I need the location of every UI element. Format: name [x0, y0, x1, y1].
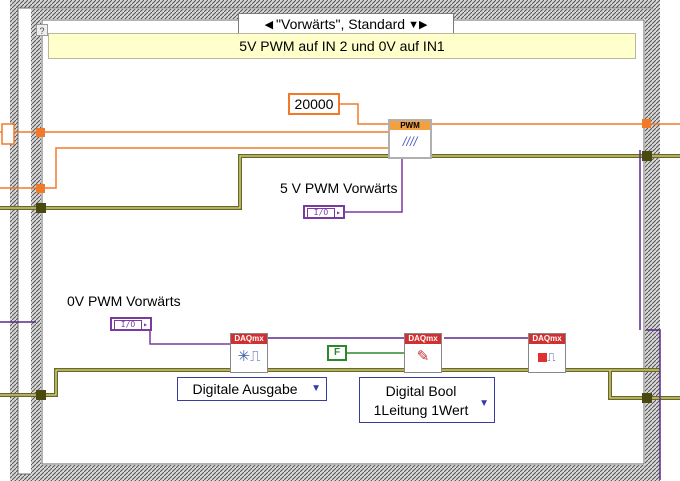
pwm-subvi[interactable]: PWM ////	[388, 119, 432, 159]
tunnel-orange-left-2	[36, 184, 45, 193]
wire-error-lower	[0, 368, 680, 400]
channel-type-dropdown[interactable]: Digitale Ausgabe ▼	[177, 377, 327, 401]
chevron-down-icon: ▼	[479, 398, 489, 409]
write-mode-line1: Digital Bool	[385, 383, 457, 399]
io-terminal-5v-text: I/O	[307, 208, 335, 218]
boolean-false-constant[interactable]: F	[327, 345, 347, 361]
pwm-wave-icon: ////	[402, 134, 418, 149]
tunnel-orange-right	[642, 119, 651, 128]
case-selector-label: "Vorwärts", Standard	[276, 16, 406, 32]
daqmx-write-header: DAQmx	[405, 334, 441, 344]
tunnel-error-right	[642, 151, 652, 161]
write-mode-line2: 1Leitung 1Wert	[373, 402, 469, 418]
daqmx-clear-header: DAQmx	[529, 334, 565, 344]
write-mode-dropdown[interactable]: Digital Bool 1Leitung 1Wert ▼	[359, 377, 495, 423]
channel-type-value: Digitale Ausgabe	[192, 381, 298, 397]
case-structure-inner	[41, 19, 645, 465]
numeric-box-left-edge	[1, 123, 15, 145]
tunnel-error-left-2	[36, 390, 46, 400]
io-terminal-0v-arrow-icon: ▸	[143, 320, 148, 329]
chevron-down-icon: ▼	[311, 383, 321, 394]
case-structure-frame	[31, 9, 655, 475]
daqmx-clear-task[interactable]: DAQmx ⎍	[528, 333, 566, 373]
label-0v-pwm: 0V PWM Vorwärts	[67, 293, 181, 309]
daqmx-write[interactable]: DAQmx ✎	[404, 333, 442, 373]
wire-error-upper-core	[0, 155, 680, 209]
case-next-arrow-icon[interactable]: ▼▶	[408, 18, 428, 31]
numeric-constant[interactable]: 20000	[288, 93, 340, 115]
write-icon: ✎	[416, 348, 430, 365]
help-icon[interactable]: ?	[36, 24, 48, 36]
wire-numeric-const	[340, 103, 388, 125]
case-comment[interactable]: 5V PWM auf IN 2 und 0V auf IN1	[48, 33, 636, 59]
wire-error-lower-core	[0, 369, 680, 399]
case-selector[interactable]: ◀ "Vorwärts", Standard ▼▶	[238, 13, 454, 35]
wire-io-0v	[149, 324, 232, 345]
create-channel-icon: ✳⎍	[237, 348, 261, 365]
io-terminal-0v-text: I/O	[114, 320, 142, 330]
outer-loop-inner-line	[17, 7, 653, 475]
label-5v-pwm: 5 V PWM Vorwärts	[280, 180, 398, 196]
clear-task-icon: ⎍	[529, 344, 565, 370]
io-terminal-5v[interactable]: I/O ▸	[303, 205, 345, 219]
io-terminal-0v[interactable]: I/O ▸	[110, 317, 152, 331]
tunnel-error-right-2	[642, 393, 652, 403]
tunnel-error-left	[36, 203, 46, 213]
wire-task-right	[639, 150, 661, 480]
io-terminal-5v-arrow-icon: ▸	[336, 208, 341, 217]
case-prev-arrow-icon[interactable]: ◀	[264, 18, 274, 31]
wire-io-5v	[344, 154, 403, 213]
pwm-header: PWM	[390, 121, 430, 130]
daqmx-create-channel[interactable]: DAQmx ✳⎍	[230, 333, 268, 373]
daqmx-create-header: DAQmx	[231, 334, 267, 344]
wire-numeric-mid	[0, 147, 388, 189]
tunnel-orange-left-1	[36, 128, 45, 137]
outer-loop-frame	[10, 0, 660, 481]
